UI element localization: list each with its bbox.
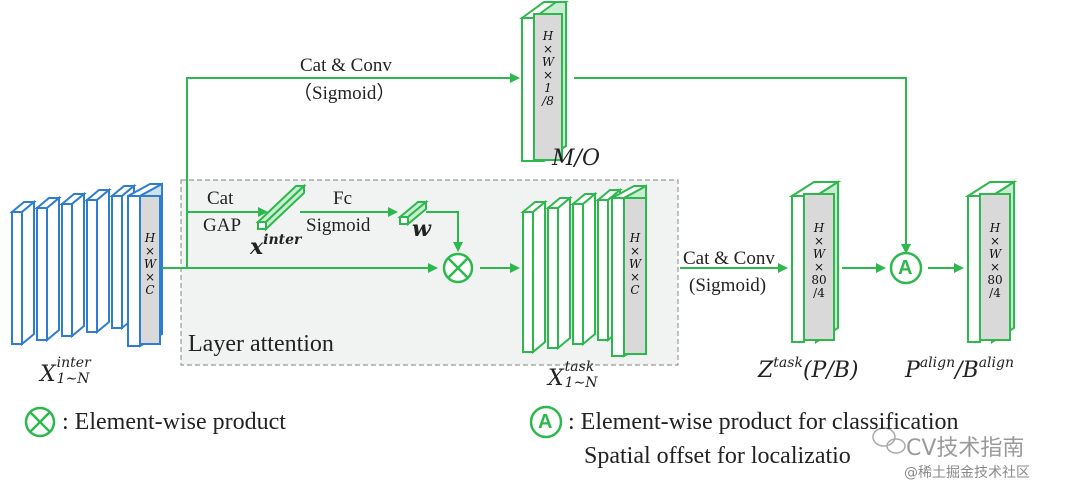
sigmoid-label: Sigmoid [306,215,371,236]
element-wise-product-operator [442,252,474,284]
w-label: w [412,216,431,242]
mo-label: M/O [552,146,600,171]
top-cat-conv-label: Cat & Conv [300,55,392,76]
z-task-block [788,180,842,344]
sigmoid-2-label: (Sigmoid) [689,275,767,296]
mo-block-text: H × W × 1 /8 [541,29,555,108]
connections [162,73,964,273]
top-branch-line [186,73,520,268]
legend-a-text-line1: : Element-wise product for classificatio… [568,409,959,435]
legend-a-text-line2: Spatial offset for localizatio [584,443,851,469]
mo-block [518,1,570,162]
align-block [964,180,1018,344]
legend-a-label: A [538,411,553,433]
w-vector [397,199,429,227]
w-to-product-line [426,211,463,252]
top-sigmoid-label: （Sigmoid） [293,83,396,104]
watermark-juejin: @稀土掘金技术社区 [904,465,1030,481]
x-inter-vector [255,183,307,232]
input-feature-stack [9,182,163,348]
fc-label: Fc [333,188,352,209]
a-operator-label: A [898,257,913,279]
layer-attention-label: Layer attention [188,331,334,357]
x-inter-label: xinter [250,232,302,260]
align-block-text: H × W × 80 /4 [987,221,1003,300]
z-block-text: H × W × 80 /4 [811,221,827,300]
wechat-icon [872,427,906,454]
legend-a-icon [529,405,563,439]
watermark-cv: CV技术指南 [906,436,1025,461]
mo-to-a-line [574,77,911,254]
task-block-text: H × W × C [628,231,642,297]
legend-product-text: : Element-wise product [62,409,286,435]
cat-label: Cat [207,188,234,209]
input-block-text: H × W × C [143,231,157,297]
gap-label: GAP [203,215,242,236]
align-label: Palign/Balign [905,355,1014,383]
z-label: Ztask(P/B) [758,355,859,383]
cat-conv-2-label: Cat & Conv [683,248,775,269]
task-feature-stack [520,184,647,358]
a-operator [889,251,923,285]
legend-otimes-icon [24,406,56,438]
